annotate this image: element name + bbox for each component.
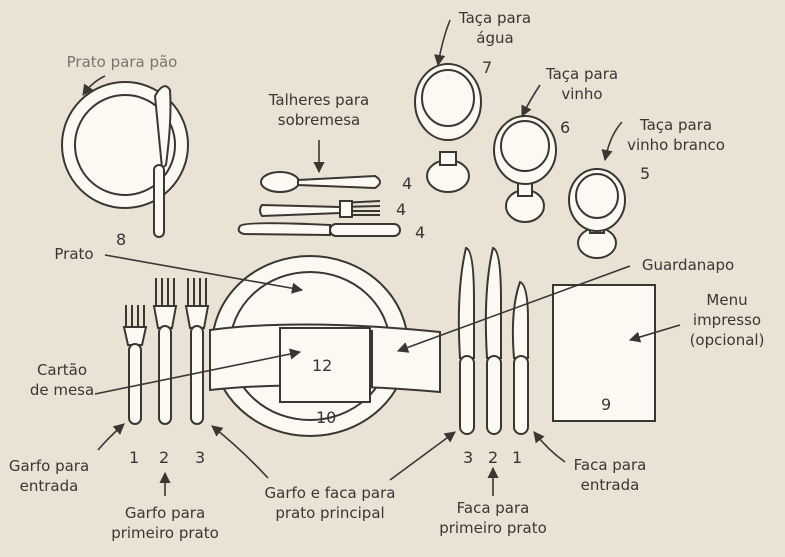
- place-card-shape: [279, 327, 371, 403]
- number-dessert-fork: 4: [396, 200, 407, 219]
- arrow-knife-3: [389, 431, 456, 481]
- label-white-wine-glass: Taça para vinho branco: [627, 116, 725, 154]
- number-knife-3: 3: [463, 448, 474, 467]
- number-place-card: 12: [312, 356, 333, 375]
- arrow-napkin: [396, 265, 631, 353]
- number-dessert-knife: 4: [415, 223, 426, 242]
- water-glass: [414, 63, 482, 193]
- number-white-wine-glass: 5: [640, 164, 651, 183]
- label-napkin: Guardanapo: [641, 256, 735, 274]
- knife-2: [484, 246, 502, 435]
- knife-1: [511, 280, 529, 435]
- label-bread-plate: Prato para pão: [66, 53, 178, 71]
- arrow-menu: [628, 324, 681, 343]
- number-water-glass: 7: [482, 58, 493, 77]
- arrow-water-glass: [434, 19, 451, 67]
- label-fork-knife-principal: Garfo e faca para prato principal: [264, 484, 396, 522]
- fork-2: [152, 278, 178, 425]
- label-wine-glass: Taça para vinho: [545, 65, 619, 103]
- number-dessert-spoon: 4: [402, 174, 413, 193]
- number-menu: 9: [601, 395, 612, 414]
- label-menu: Menu impresso (opcional): [689, 291, 765, 349]
- dessert-knife: [237, 222, 401, 237]
- wine-glass: [493, 115, 557, 223]
- label-dessert-cutlery: Talheres para sobremesa: [268, 91, 370, 129]
- label-fork-primeiro: Garfo para primeiro prato: [111, 504, 219, 542]
- arrow-plate: [104, 254, 304, 294]
- dessert-fork: [259, 200, 381, 218]
- arrow-place-card: [94, 348, 302, 395]
- arrow-fork-1: [97, 423, 125, 451]
- butter-knife: [153, 85, 172, 238]
- number-knife-2: 2: [488, 448, 499, 467]
- label-plate: Prato: [54, 245, 94, 263]
- arrow-wine-glass: [521, 84, 541, 118]
- number-fork-3: 3: [195, 448, 206, 467]
- dessert-spoon: [260, 171, 381, 193]
- number-knife-1: 1: [512, 448, 523, 467]
- label-knife-primeiro: Faca para primeiro prato: [439, 499, 547, 537]
- label-fork-entrada: Garfo para entrada: [8, 457, 90, 495]
- arrow-fork-3: [211, 425, 269, 479]
- knife-3: [457, 246, 475, 435]
- menu-card: [552, 284, 656, 422]
- fork-1: [122, 305, 148, 425]
- number-dinner-plate: 10: [316, 408, 337, 427]
- arrow-knife-1: [533, 431, 566, 463]
- arrow-bread-plate: [82, 75, 106, 96]
- number-bread-plate: 8: [116, 230, 127, 249]
- label-knife-entrada: Faca para entrada: [573, 456, 647, 494]
- number-fork-1: 1: [129, 448, 140, 467]
- arrow-white-wine-glass: [601, 121, 623, 162]
- white-wine-glass: [568, 168, 626, 259]
- number-fork-2: 2: [159, 448, 170, 467]
- label-place-card: Cartão de mesa: [29, 361, 95, 399]
- number-wine-glass: 6: [560, 118, 571, 137]
- fork-3: [184, 278, 210, 425]
- label-water-glass: Taça para água: [458, 9, 532, 47]
